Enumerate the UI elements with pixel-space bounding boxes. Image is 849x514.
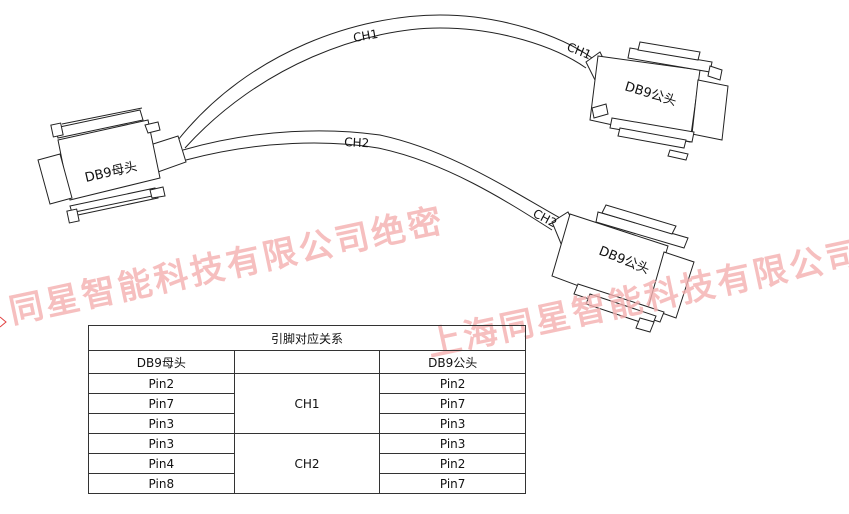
table-row: Pin3 CH2 Pin3	[88, 433, 526, 494]
edge-marker	[0, 316, 7, 328]
table-row: Pin7 Pin7	[88, 393, 526, 414]
female-pin: Pin2	[88, 373, 235, 394]
male-pin: Pin7	[379, 473, 526, 494]
table-row: Pin8 Pin7	[88, 473, 526, 494]
male-pin: Pin2	[379, 373, 526, 394]
male-pin: Pin7	[379, 393, 526, 414]
male-db9-connector-top	[585, 41, 729, 161]
header-female: DB9母头	[88, 350, 235, 374]
male-pin: Pin3	[379, 433, 526, 454]
female-db9-connector	[37, 107, 187, 224]
cable-ch1	[177, 14, 593, 149]
male-pin: Pin3	[379, 413, 526, 434]
header-channel	[233, 350, 381, 374]
channel-cell: CH2	[233, 433, 381, 494]
table-title: 引脚对应关系	[88, 325, 526, 351]
male-pin: Pin2	[379, 453, 526, 474]
ch1-end-label: CH1	[565, 40, 593, 62]
table-row: Pin4 Pin2	[88, 453, 526, 474]
header-male: DB9公头	[379, 350, 526, 374]
female-pin: Pin3	[88, 413, 235, 434]
female-pin: Pin3	[88, 433, 235, 454]
ch2-mid-label: CH2	[344, 135, 370, 150]
table-row: Pin2 CH1 Pin2	[88, 373, 526, 434]
pin-mapping-table: 引脚对应关系 DB9母头 DB9公头 Pin2 CH1 Pin2 Pin7 Pi…	[88, 325, 526, 494]
female-pin: Pin4	[88, 453, 235, 474]
female-pin: Pin8	[88, 473, 235, 494]
cable-ch2	[182, 130, 561, 231]
channel-cell: CH1	[233, 373, 381, 434]
ch1-mid-label: CH1	[352, 27, 379, 45]
male-db9-connector-bottom	[551, 204, 695, 333]
table-row: Pin3 Pin3	[88, 413, 526, 434]
female-pin: Pin7	[88, 393, 235, 414]
